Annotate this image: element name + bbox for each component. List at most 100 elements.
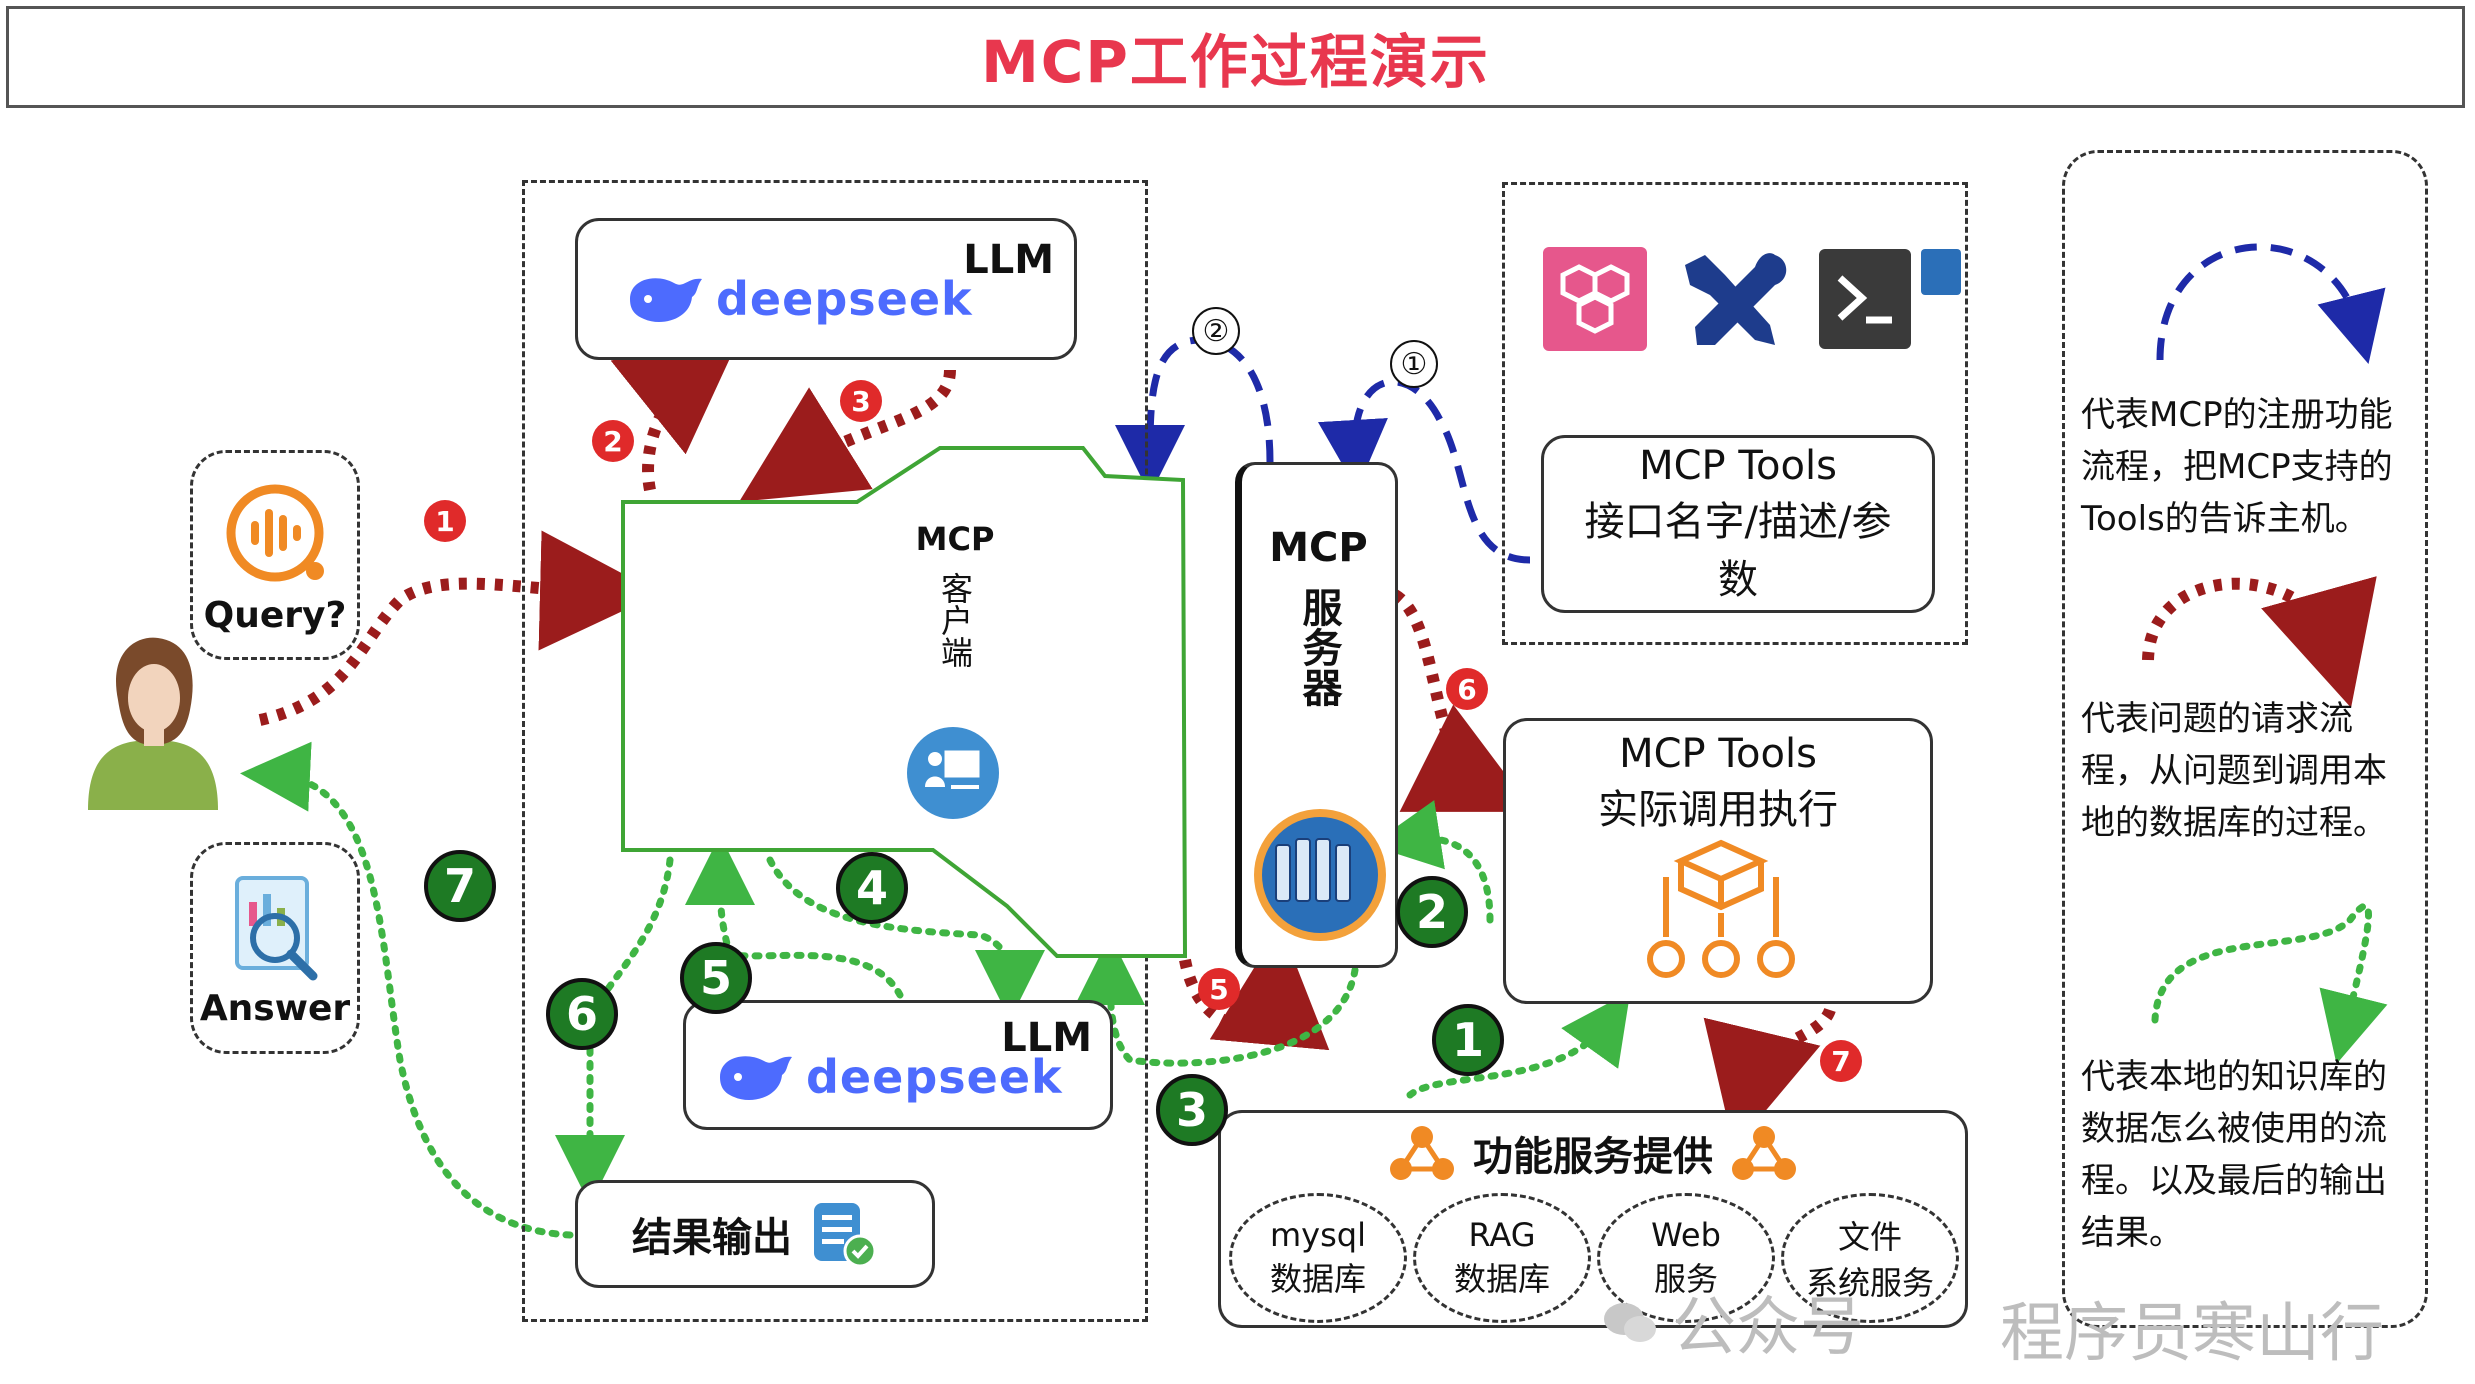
mcp-client-label-group: MCP 客户端 [890,520,1020,668]
service-line-1: RAG [1468,1216,1536,1254]
answer-card: Answer [190,842,360,1054]
green-step-badge-4: 4 [836,852,908,924]
green-flow-7 [240,741,574,1239]
wechat-icon [1604,1303,1656,1342]
legend-green-arrow [2151,902,2388,1064]
red-flow-3 [739,369,956,502]
legend-panel: 代表MCP的注册功能 流程，把MCP支持的 Tools的告诉主机。 代表问题的请… [2062,150,2428,1328]
server-label-mcp: MCP [1269,525,1368,571]
legend-blue: 代表MCP的注册功能 流程，把MCP支持的 Tools的告诉主机。 [2081,389,2393,545]
service-line-1: 文件 [1837,1218,1902,1256]
deepseek-wordmark: deepseek [806,1050,1063,1104]
green-flow-3 [1075,935,1359,1067]
red-flow-2 [610,332,742,492]
api-gateway-icon [1543,247,1647,351]
green-flow-4 [766,856,1045,1020]
list-check-icon [814,1203,877,1268]
service-line-1: Web [1651,1216,1721,1254]
service-line-2: 系统服务 [1805,1264,1934,1302]
client-presentation-icon [907,727,999,819]
blue-flow-1 [1318,378,1531,564]
terminal-icon [1819,249,1911,349]
legend-red-line: 地的数据库的过程。 [2081,803,2387,843]
green-step-badge-2: 2 [1396,876,1468,948]
legend-green-line: 代表本地的知识库的 [2081,1057,2387,1097]
legend-blue-arrow [2156,243,2386,364]
watermark-left: 公众号 [1600,1276,1864,1368]
green-flow-5 [685,835,904,999]
service-item-file: 文件 系统服务 [1781,1193,1959,1323]
service-item-mysql: mysql 数据库 [1229,1193,1407,1323]
legend-blue-line: 代表MCP的注册功能 [2081,395,2393,435]
server-rack-icon [1254,809,1386,941]
red-step-badge-6: 6 [1446,668,1488,710]
llm-top-box: LLM deepseek [575,218,1077,360]
tools-icon [1685,253,1787,345]
green-step-badge-5: 5 [680,942,752,1014]
red-step-badge-2: 2 [592,420,634,462]
result-label: 结果输出 [632,1215,792,1261]
tools-register-desc-2: 数 [1718,557,1758,603]
execution-flow-icon [1647,839,1795,978]
server-label-text: 服务器 [1295,587,1342,707]
legend-green-line: 数据怎么被使用的流 [2081,1109,2387,1149]
green-step-badge-6: 6 [546,978,618,1050]
document-search-icon [235,875,318,980]
mcp-plugin-icon [1921,249,1961,295]
green-flow-1 [1406,991,1631,1099]
title-bar: MCP工作过程演示 [6,6,2465,108]
legend-red-arrow [2142,576,2377,708]
green-step-badge-3: 3 [1156,1074,1228,1146]
deepseek-logo-bottom: deepseek [716,1047,1063,1107]
network-icon [1390,1126,1454,1180]
legend-red-line: 程，从问题到调用本 [2081,751,2387,791]
service-line-2: 数据库 [1269,1260,1366,1298]
blue-step-badge-2: ② [1192,307,1240,355]
tools-register-box: MCP Tools 接口名字/描述/参 数 [1541,435,1935,613]
llm-top-label: LLM [963,237,1054,283]
legend-red-line: 代表问题的请求流 [2081,699,2353,739]
green-step-badge-1: 1 [1432,1004,1504,1076]
answer-label: Answer [199,987,351,1029]
red-step-badge-1: 1 [424,500,466,542]
red-step-badge-7: 7 [1820,1040,1862,1082]
legend-green: 代表本地的知识库的 数据怎么被使用的流 程。以及最后的输出 结果。 [2081,1051,2387,1259]
whale-icon [630,278,702,323]
diagram-title: MCP工作过程演示 [981,28,1490,96]
tools-register-panel: MCP Tools 接口名字/描述/参 数 [1502,182,1968,645]
watermark-right-text: 程序员寒山行 [2000,1297,2384,1371]
user-avatar [78,630,228,810]
result-output-box: 结果输出 [575,1180,935,1288]
green-step-badge-7: 7 [424,850,496,922]
blue-step-badge-1: ① [1390,340,1438,388]
red-flow-7 [1703,1007,1836,1149]
services-title: 功能服务提供 [1473,1134,1713,1180]
service-item-web: Web 服务 [1597,1193,1775,1323]
tools-exec-box: MCP Tools 实际调用执行 [1503,718,1933,1004]
server-label-group: MCP 服务器 [1242,525,1395,707]
legend-red: 代表问题的请求流 程，从问题到调用本 地的数据库的过程。 [2081,693,2387,849]
services-header: 功能服务提供 [1221,1123,1965,1183]
mcp-server-box: MCP 服务器 [1235,462,1398,968]
whale-icon [720,1056,792,1101]
green-flow-2 [1370,800,1494,924]
tools-register-desc-1: 接口名字/描述/参 [1584,499,1892,545]
client-label-mcp: MCP [915,520,995,558]
service-line-2: 服务 [1653,1260,1718,1298]
legend-green-line: 程。以及最后的输出 [2081,1161,2387,1201]
tools-register-title: MCP Tools [1639,443,1837,489]
llm-bottom-label: LLM [1001,1015,1092,1061]
red-step-badge-3: 3 [840,380,882,422]
red-flow-6 [1391,589,1534,812]
deepseek-logo-top: deepseek [626,269,973,329]
query-card: Query? [190,450,360,660]
mcp-client-box [621,446,1188,958]
tools-exec-desc: 实际调用执行 [1598,787,1838,833]
services-list: mysql 数据库 RAG 数据库 Web 服务 文件 系统服务 [1229,1193,1959,1323]
client-label-text: 客户端 [936,572,974,668]
service-item-rag: RAG 数据库 [1413,1193,1591,1323]
tools-exec-title: MCP Tools [1619,731,1817,777]
legend-green-line: 结果。 [2081,1213,2183,1253]
llm-bottom-box: LLM deepseek [683,1000,1113,1130]
